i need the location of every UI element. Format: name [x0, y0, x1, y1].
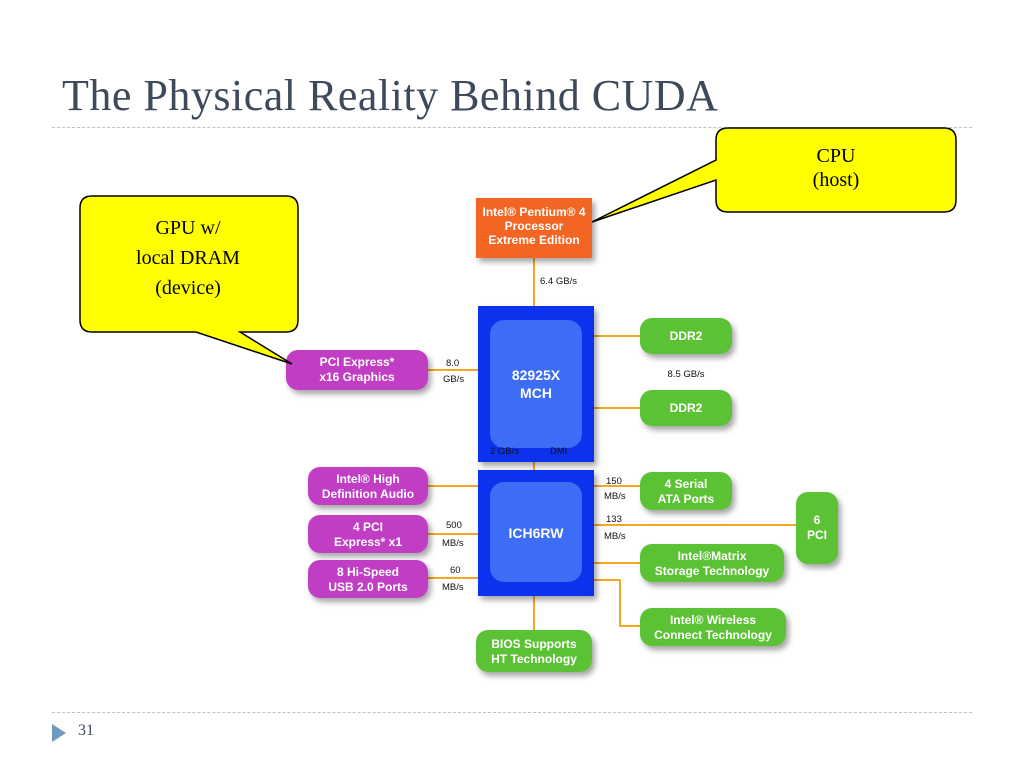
ddr2-bottom-pill: DDR2 [640, 390, 732, 426]
pci-express-graphics-pill: PCI Express* x16 Graphics [286, 350, 428, 390]
svg-text:HT Technology: HT Technology [491, 652, 577, 666]
svg-text:MB/s: MB/s [442, 582, 464, 593]
svg-text:Intel®Matrix: Intel®Matrix [678, 549, 747, 563]
processor-line3: Extreme Edition [488, 233, 579, 247]
svg-text:(device): (device) [155, 277, 221, 299]
ich-label: ICH6RW [509, 525, 565, 541]
svg-text:MB/s: MB/s [604, 491, 626, 502]
mch-label-line1: 82925X [512, 367, 561, 383]
svg-text:Intel® Wireless: Intel® Wireless [670, 613, 756, 627]
svg-text:MB/s: MB/s [604, 531, 626, 542]
pci-slots-pill: 6 PCI [796, 492, 838, 564]
svg-text:60: 60 [450, 565, 461, 576]
svg-text:CPU: CPU [817, 145, 856, 167]
fsb-speed: 6.4 GB/s [540, 276, 577, 287]
footer-divider [52, 712, 972, 713]
mch-label-line2: MCH [520, 385, 552, 401]
svg-text:DMI: DMI [550, 446, 567, 457]
svg-text:BIOS Supports: BIOS Supports [491, 637, 577, 651]
hd-audio-pill: Intel® High Definition Audio [308, 467, 428, 505]
ich-chip: ICH6RW [478, 470, 594, 596]
pcie-x1-pill: 4 PCI Express* x1 [308, 515, 428, 553]
svg-text:Connect Technology: Connect Technology [654, 628, 772, 642]
svg-text:500: 500 [446, 520, 462, 531]
processor-box: Intel® Pentium® 4 Processor Extreme Edit… [476, 198, 592, 258]
svg-text:USB 2.0 Ports: USB 2.0 Ports [328, 580, 408, 594]
processor-line1: Intel® Pentium® 4 [482, 205, 585, 219]
svg-text:6: 6 [814, 513, 821, 527]
svg-text:Storage Technology: Storage Technology [655, 564, 770, 578]
processor-line2: Processor [505, 219, 564, 233]
svg-text:4 Serial: 4 Serial [665, 477, 708, 491]
svg-text:DDR2: DDR2 [670, 401, 703, 415]
svg-text:8.5 GB/s: 8.5 GB/s [668, 369, 705, 380]
svg-text:2 GB/s: 2 GB/s [490, 446, 519, 457]
svg-text:133: 133 [606, 514, 622, 525]
usb-pill: 8 Hi-Speed USB 2.0 Ports [308, 560, 428, 598]
bandwidth-labels: 6.4 GB/s 8.0 GB/s 8.5 GB/s 2 GB/s DMI 15… [442, 276, 705, 593]
svg-text:Intel® High: Intel® High [336, 472, 400, 486]
svg-text:PCI Express*: PCI Express* [320, 355, 395, 369]
gpu-callout: GPU w/ local DRAM (device) [79, 195, 299, 365]
slide-bullet-icon [52, 724, 66, 742]
svg-text:x16 Graphics: x16 Graphics [319, 370, 395, 384]
svg-text:8.0: 8.0 [446, 358, 459, 369]
svg-text:150: 150 [606, 476, 622, 487]
ddr2-top-pill: DDR2 [640, 318, 732, 354]
svg-text:8 Hi-Speed: 8 Hi-Speed [337, 565, 399, 579]
svg-text:local DRAM: local DRAM [136, 247, 240, 269]
svg-text:DDR2: DDR2 [670, 329, 703, 343]
svg-text:GB/s: GB/s [443, 374, 464, 385]
svg-text:4 PCI: 4 PCI [353, 520, 383, 534]
mch-chip: 82925X MCH [478, 306, 594, 462]
svg-text:ATA Ports: ATA Ports [658, 492, 715, 506]
cpu-callout: CPU (host) [591, 127, 957, 223]
svg-text:(host): (host) [813, 169, 860, 191]
matrix-storage-pill: Intel®Matrix Storage Technology [640, 544, 784, 582]
svg-text:PCI: PCI [807, 528, 827, 542]
bios-pill: BIOS Supports HT Technology [476, 630, 592, 672]
connector-lines [428, 258, 796, 632]
wireless-connect-pill: Intel® Wireless Connect Technology [640, 608, 786, 646]
svg-text:MB/s: MB/s [442, 538, 464, 549]
sata-pill: 4 Serial ATA Ports [640, 472, 732, 510]
slide-title: The Physical Reality Behind CUDA [62, 71, 719, 120]
title-divider [52, 127, 972, 128]
page-number: 31 [78, 722, 94, 739]
svg-text:Express* x1: Express* x1 [334, 535, 402, 549]
svg-text:GPU w/: GPU w/ [155, 217, 220, 239]
svg-text:Definition Audio: Definition Audio [322, 487, 414, 501]
